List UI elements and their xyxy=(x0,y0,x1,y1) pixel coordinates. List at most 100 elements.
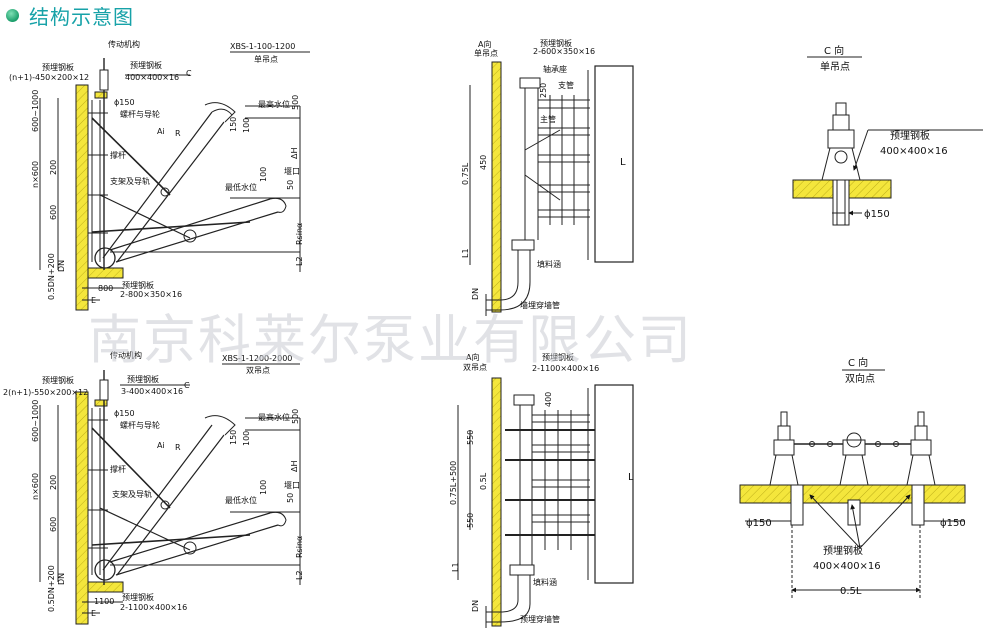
label-d-model: XBS-1-1200-2000 xyxy=(222,354,292,363)
label-d-50: 50 xyxy=(286,493,295,503)
label-da-plate-size: 2-1100×400×16 xyxy=(532,364,599,373)
label-plate-left: 预埋钢板 xyxy=(42,62,74,72)
label-l2: L2 xyxy=(295,256,304,266)
label-da-L1: L1 xyxy=(451,562,460,572)
label-plate-top: 预埋钢板 xyxy=(130,60,162,70)
hoist-left xyxy=(769,411,804,526)
label-d-100b: 100 xyxy=(259,480,268,495)
label-dn2: DN xyxy=(471,288,480,300)
label-bearing: 轴承座 xyxy=(543,64,567,74)
single-side-view xyxy=(39,51,310,311)
c-double-title: C 向 xyxy=(848,356,868,369)
label-d-100: 100 xyxy=(242,431,251,446)
label-drive: 传动机构 xyxy=(108,39,140,49)
label-d-strut: 撑杆 xyxy=(110,464,126,474)
label-plate-bottom: 预埋钢板 xyxy=(122,280,154,290)
label-e: E xyxy=(91,296,96,305)
c-double-phi-left: ϕ150 xyxy=(746,518,772,529)
label-d-bracket: 支架及导轨 xyxy=(112,489,152,499)
label-dim3: 200 xyxy=(49,160,58,175)
c-single-labels: C 向 单吊点 预埋钢板 400×400×16 ϕ150 xyxy=(820,44,948,220)
c-double-plate: 预埋钢板 xyxy=(823,544,863,557)
label-L1: L1 xyxy=(461,248,470,258)
label-low-water: 最低水位 xyxy=(225,182,257,192)
label-main: 主管 xyxy=(540,114,556,124)
label-d-ai: Ai xyxy=(157,441,165,450)
c-single-phi: ϕ150 xyxy=(864,209,890,220)
label-d-dim2: n×600 xyxy=(31,473,40,500)
c-double-phi-right: ϕ150 xyxy=(940,518,966,529)
double-side-labels: 传动机构 XBS-1-1200-2000 双吊点 预埋钢板 2(n+1)-550… xyxy=(3,350,304,618)
label-da-05: 0.5L xyxy=(479,472,488,490)
label-a-type: 单吊点 xyxy=(474,48,498,58)
label-a-plate: 预埋钢板 xyxy=(540,38,572,48)
label-dim4: 600 xyxy=(49,205,58,220)
label-model: XBS-1-100-1200 xyxy=(230,42,295,51)
label-d-phi: ϕ150 xyxy=(114,409,135,418)
label-r: R xyxy=(175,129,181,138)
label-d-plate-top-size: 3-400×400×16 xyxy=(121,387,183,396)
label-d-l2: L2 xyxy=(295,570,304,580)
label-da-packing: 填料涵 xyxy=(533,577,557,587)
c-single-title: C 向 xyxy=(824,44,844,57)
label-dim-800: 800 xyxy=(98,284,113,293)
label-d-dim3: 200 xyxy=(49,475,58,490)
label-da-view: A向 xyxy=(466,352,479,362)
label-d-plate-bottom-size: 2-1100×400×16 xyxy=(120,603,187,612)
label-weir: 堰口 xyxy=(284,166,300,176)
label-075L: 0.75L xyxy=(461,162,470,185)
label-da-550b: 550 xyxy=(466,513,475,528)
label-d-drive: 传动机构 xyxy=(110,350,142,360)
label-50: 50 xyxy=(286,180,295,190)
wall xyxy=(75,84,89,311)
label-type: 单吊点 xyxy=(254,54,278,64)
double-a-labels: A向 双吊点 预埋钢板 2-1100×400×16 填料涵 预埋穿墙管 L 40… xyxy=(449,352,634,624)
label-wall-pipe: 墙埋穿墙管 xyxy=(520,300,560,310)
label-d-dim1: 600~1000 xyxy=(31,400,40,442)
c-single-type: 单吊点 xyxy=(820,61,850,73)
label-dn: DN xyxy=(57,260,66,272)
label-d-dim4: 600 xyxy=(49,517,58,532)
hoist-right xyxy=(906,411,936,526)
header: 结构示意图 xyxy=(6,2,134,29)
label-dim2: n×600 xyxy=(31,161,40,188)
single-a-view xyxy=(469,61,634,316)
label-plate-top-size: 400×400×16 xyxy=(125,73,179,82)
label-d-150: 150 xyxy=(229,430,238,445)
label-d-screw: 螺杆与导轮 xyxy=(120,420,160,430)
top-plate xyxy=(94,91,108,99)
label-strut: 撑杆 xyxy=(110,150,126,160)
label-da-075: 0.75L+500 xyxy=(449,461,458,505)
label-d-type: 双吊点 xyxy=(246,366,270,375)
bullet-icon xyxy=(6,8,19,22)
double-side-view xyxy=(39,363,301,625)
label-d-plate-top: 预埋钢板 xyxy=(127,374,159,384)
label-high-water: 最高水位 xyxy=(258,99,290,109)
label-c-mark: C xyxy=(186,69,192,78)
label-d-plate-left-size: 2(n+1)-550×200×12 xyxy=(3,388,88,397)
label-d-dim5: 0.5DN+200 xyxy=(47,565,56,612)
double-a-view xyxy=(457,377,634,628)
label-branch: 支管 xyxy=(558,80,574,90)
label-d-c-mark: C xyxy=(184,381,190,390)
page-title: 结构示意图 xyxy=(29,4,134,29)
c-single-plate: 预埋钢板 xyxy=(890,129,930,142)
label-plate-bottom-size: 2-800×350×16 xyxy=(120,290,182,299)
label-d-plate-left: 预埋钢板 xyxy=(42,375,74,385)
label-bracket: 支架及导轨 xyxy=(110,176,150,186)
label-da-550a: 550 xyxy=(466,430,475,445)
label-a-view: A向 xyxy=(478,39,491,49)
watermark: 南京科莱尔泵业有限公司 xyxy=(88,310,693,371)
label-da-400: 400 xyxy=(544,392,553,407)
single-side-labels: 传动机构 XBS-1-100-1200 单吊点 预埋钢板 (n+1)-450×2… xyxy=(9,39,304,305)
label-L: L xyxy=(620,157,626,168)
c-double-plate-size: 400×400×16 xyxy=(813,561,881,572)
label-450: 450 xyxy=(479,155,488,170)
label-d-dh: ΔH xyxy=(290,461,299,473)
label-da-type: 双吊点 xyxy=(463,363,487,372)
single-a-labels: A向 单吊点 预埋钢板 2-600×350×16 轴承座 支管 主管 填料涵 墙… xyxy=(461,38,626,310)
label-500: 500 xyxy=(291,95,300,110)
label-d-high: 最高水位 xyxy=(258,412,290,422)
